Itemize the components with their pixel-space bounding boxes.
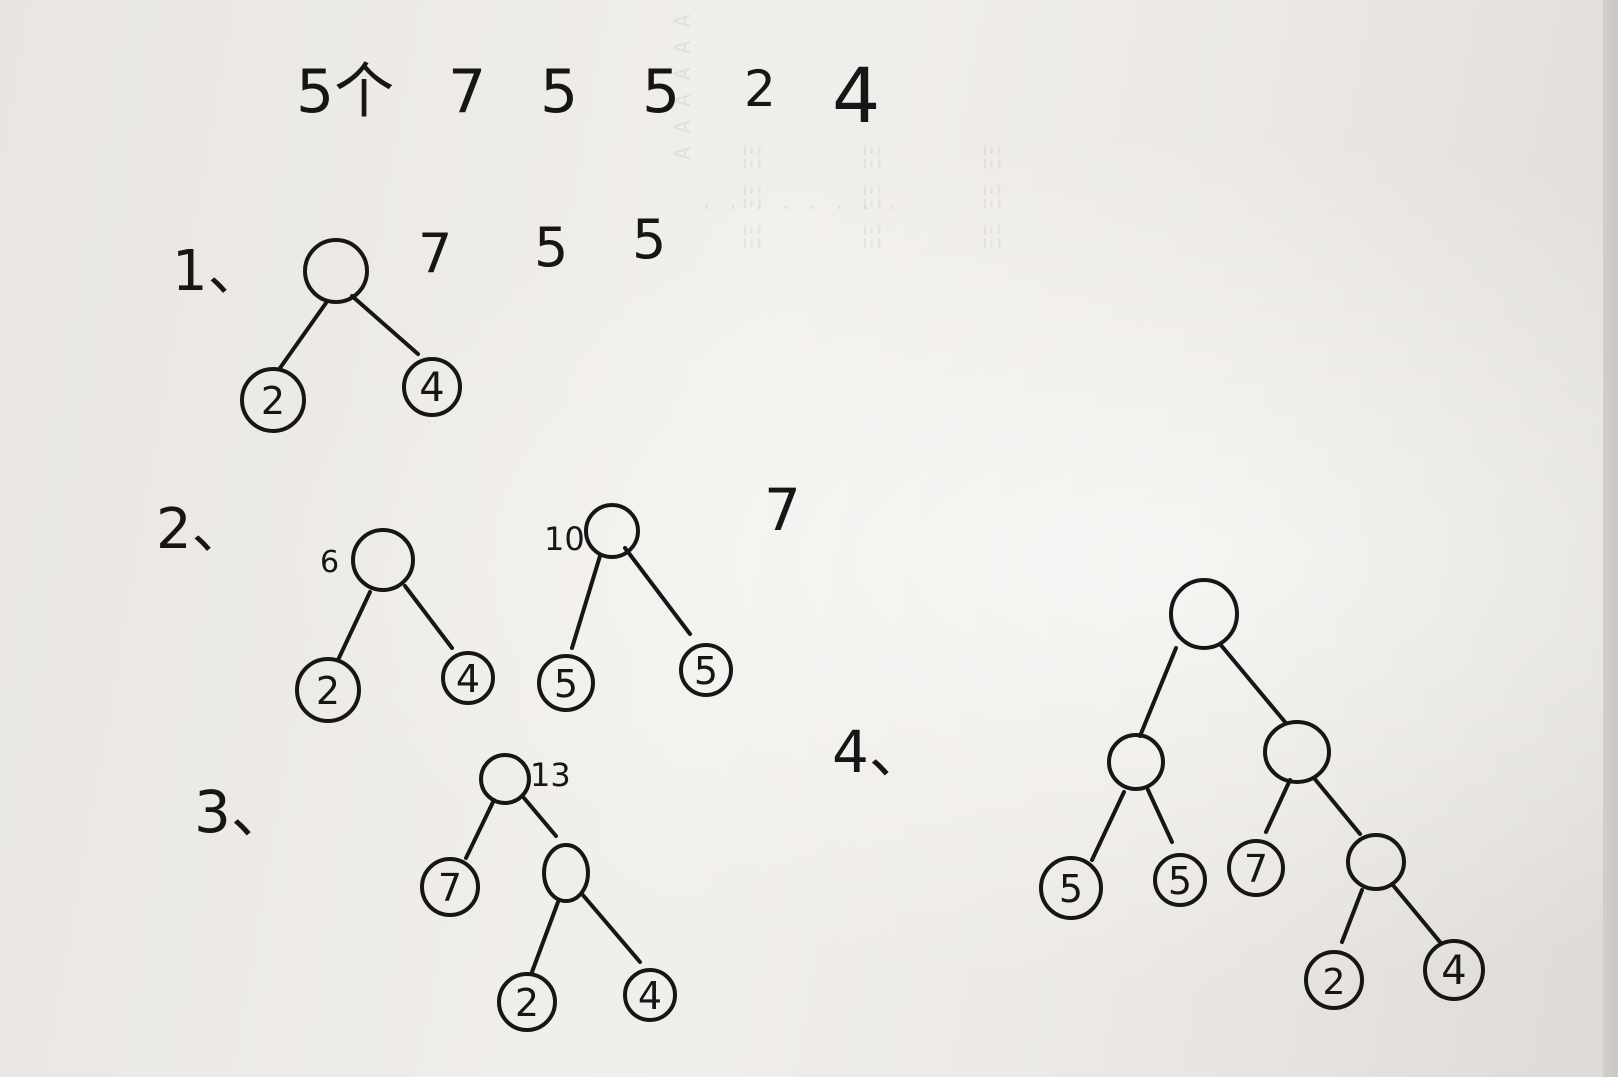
svg-text:ΞΞ ΞΞ ΞΞ: ΞΞ ΞΞ ΞΞ: [861, 144, 886, 250]
final-tree: 5 5 7 2 4: [1039, 578, 1485, 1010]
header-value: 7: [448, 57, 486, 127]
count-label: 5个: [296, 57, 394, 127]
leaf-label: 7: [438, 866, 462, 910]
header-value: 5: [642, 57, 680, 127]
tree-node-internal: [542, 843, 590, 903]
leaf-label: 5: [1059, 867, 1083, 911]
step-label: 4、: [832, 718, 927, 786]
edge: [1090, 790, 1126, 862]
tree-node-leaf: [623, 968, 677, 1022]
edge: [1264, 778, 1292, 834]
header-value: 2: [744, 60, 776, 118]
tree-node-leaf: [441, 651, 495, 705]
tree-node-internal: [1346, 833, 1406, 891]
edge: [580, 892, 642, 964]
tree-6: 6 2 4: [295, 528, 495, 723]
svg-text:A A A A A A A A: A A A A A A A A: [671, 0, 696, 160]
tree-node-leaf: [497, 972, 557, 1032]
leaf-label: 4: [419, 365, 444, 411]
step-label: 3、: [194, 778, 289, 846]
edge: [336, 590, 372, 662]
tree-node-leaf: [295, 657, 361, 723]
tree-node-leaf: [1153, 853, 1207, 907]
tree: 2 4: [240, 238, 462, 433]
tree-node-leaf: [402, 357, 462, 417]
show-through-text: A A A A A A A A · · · · · · · · ΞΞ ΞΞ ΞΞ…: [671, 0, 1006, 250]
tree-13: 13 7 2 4: [420, 753, 677, 1032]
header-sequence: 5个 7 5 5 2 4: [296, 51, 880, 140]
tree-node-leaf: [679, 643, 733, 697]
leaf-label: 2: [261, 379, 285, 423]
step-label: 1、: [172, 239, 264, 304]
edge: [522, 796, 558, 838]
step-1: 1、 7 5 5 2 4: [172, 208, 666, 433]
leaf-label: 5: [1168, 859, 1192, 903]
leaf-label: 5: [554, 662, 578, 706]
tree-node-root: [303, 238, 369, 304]
tree-node-leaf: [240, 367, 306, 433]
tree-node-root: [351, 528, 415, 592]
edge: [464, 798, 496, 860]
edge: [1146, 788, 1174, 844]
tree-node-root: [584, 503, 640, 559]
edge: [1340, 888, 1364, 944]
leaf-label: 4: [638, 974, 662, 1018]
leaf-label: 2: [316, 669, 340, 713]
header-value: 4: [832, 51, 880, 140]
edge: [1390, 882, 1442, 944]
paper-edge: [1603, 0, 1618, 1077]
edge: [278, 301, 328, 370]
edge: [623, 546, 692, 636]
tree-node-leaf: [1304, 950, 1364, 1010]
tree-10: 10 5 5: [537, 503, 733, 712]
tree-node-leaf: [1039, 856, 1103, 920]
edge: [530, 900, 560, 974]
remaining-value: 5: [534, 216, 568, 279]
tree-node-leaf: [420, 857, 480, 917]
svg-text:ΞΞ ΞΞ ΞΞ: ΞΞ ΞΞ ΞΞ: [981, 144, 1006, 250]
edge: [1218, 642, 1287, 724]
leaf-label: 4: [1441, 948, 1466, 994]
leaf-label: 5: [694, 649, 718, 693]
remaining-value: 7: [418, 222, 452, 285]
step-3: 3、 13 7 2 4: [194, 753, 677, 1032]
edge: [570, 554, 602, 650]
step-2: 2、 7 6 2 4 10 5 5: [156, 476, 801, 723]
tree-node-leaf: [1227, 839, 1285, 897]
tree-node-root: [1169, 578, 1239, 650]
leaf-label: 7: [1244, 847, 1268, 891]
leaf-label: 2: [515, 981, 539, 1025]
tree-node-internal: [1263, 720, 1331, 784]
tree-node-leaf: [537, 654, 595, 712]
tree-node-leaf: [1423, 939, 1485, 1001]
node-weight: 13: [530, 756, 571, 794]
leaf-label: 2: [1323, 962, 1346, 1003]
leaf-label: 4: [456, 657, 480, 701]
svg-text:ΞΞ ΞΞ ΞΞ: ΞΞ ΞΞ ΞΞ: [741, 144, 766, 250]
remaining-value: 5: [632, 208, 666, 271]
tree-node-internal: [1107, 733, 1165, 791]
svg-text:· · · · · · · ·: · · · · · · · ·: [700, 196, 899, 221]
remaining-value: 7: [764, 476, 801, 544]
edge: [350, 294, 420, 356]
step-4: 4、 5 5 7 2 4: [832, 578, 1485, 1010]
edge: [1138, 646, 1178, 738]
header-value: 5: [540, 57, 578, 127]
node-weight: 6: [320, 545, 339, 580]
tree-node-root: [479, 753, 531, 805]
node-weight: 10: [544, 520, 585, 558]
step-label: 2、: [156, 497, 248, 562]
edge: [1312, 776, 1362, 836]
edge: [403, 584, 454, 650]
